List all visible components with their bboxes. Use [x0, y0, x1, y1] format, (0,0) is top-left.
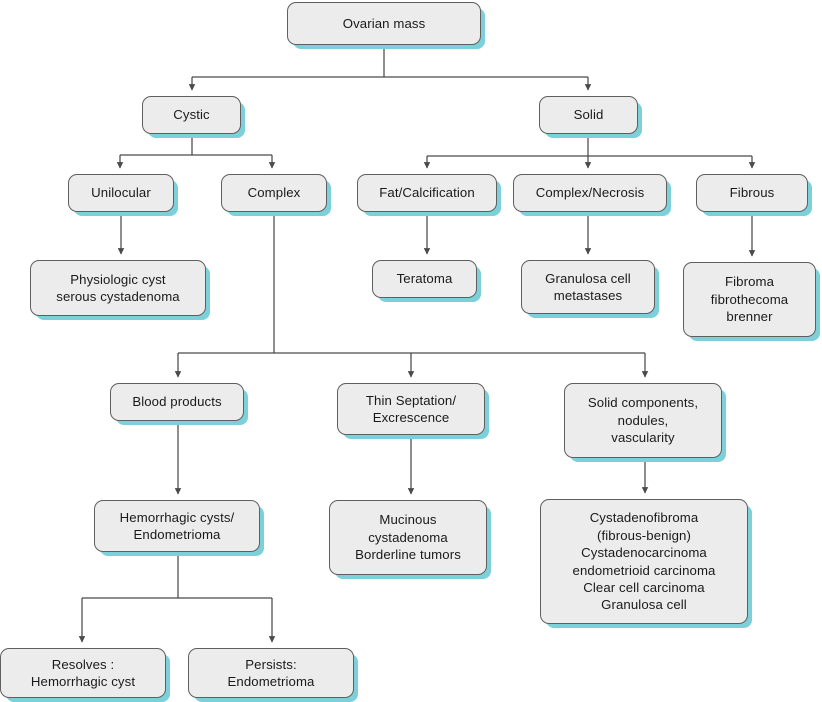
node-teratoma[interactable]: Teratoma — [372, 260, 477, 298]
node-granulosa-cell-metastases[interactable]: Granulosa cell metastases — [521, 260, 655, 314]
node-malignant-group[interactable]: Cystadenofibroma (fibrous-benign) Cystad… — [540, 499, 748, 624]
node-thin-septation[interactable]: Thin Septation/ Excrescence — [337, 383, 485, 435]
node-blood-products[interactable]: Blood products — [110, 383, 244, 421]
node-complex-necrosis[interactable]: Complex/Necrosis — [513, 174, 667, 212]
node-physiologic-cyst[interactable]: Physiologic cyst serous cystadenoma — [30, 260, 206, 316]
node-persists-endometrioma[interactable]: Persists: Endometrioma — [188, 648, 354, 698]
node-resolves-hemorrhagic[interactable]: Resolves : Hemorrhagic cyst — [0, 648, 166, 698]
node-solid-components[interactable]: Solid components, nodules, vascularity — [564, 383, 722, 458]
node-unilocular[interactable]: Unilocular — [68, 174, 174, 212]
node-hemorrhagic-endometrioma[interactable]: Hemorrhagic cysts/ Endometrioma — [94, 500, 260, 552]
node-cystic[interactable]: Cystic — [142, 96, 241, 134]
node-complex[interactable]: Complex — [221, 174, 327, 212]
node-fibrous[interactable]: Fibrous — [696, 174, 808, 212]
node-ovarian-mass[interactable]: Ovarian mass — [287, 2, 481, 45]
node-solid[interactable]: Solid — [539, 96, 638, 134]
node-mucinous-borderline[interactable]: Mucinous cystadenoma Borderline tumors — [329, 500, 487, 575]
node-fibroma-group[interactable]: Fibroma fibrothecoma brenner — [683, 262, 816, 337]
node-fat-calcification[interactable]: Fat/Calcification — [357, 174, 497, 212]
